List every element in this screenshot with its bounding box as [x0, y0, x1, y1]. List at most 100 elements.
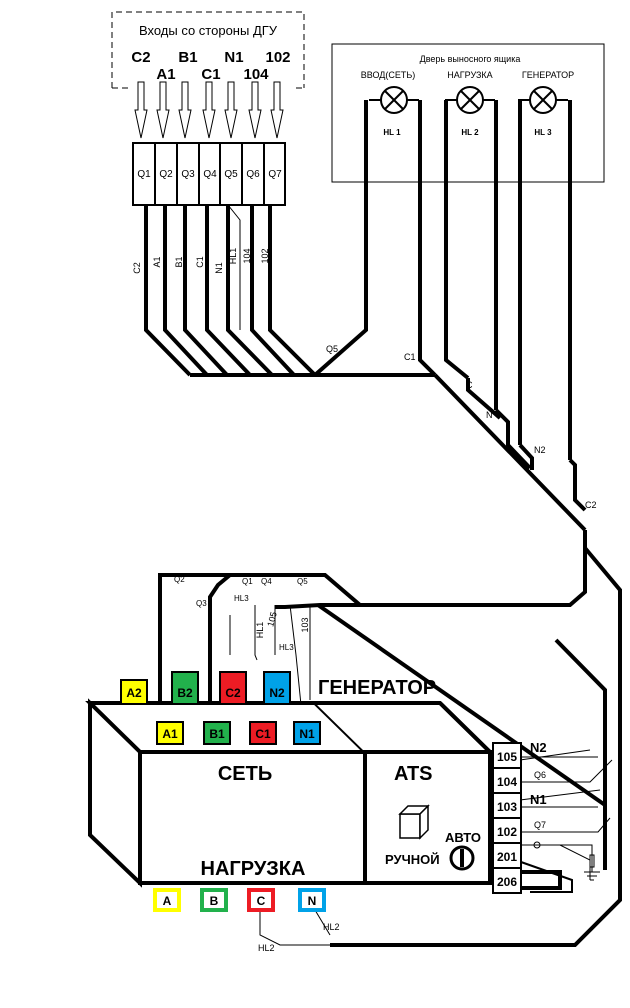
ats-terminal-102: 102: [497, 825, 517, 839]
thin-wires: [159, 204, 601, 946]
load-terminal-n-box[interactable]: [298, 888, 326, 912]
q-terminal-block: Q1 Q2 Q3 Q4 Q5 Q6 Q7: [132, 142, 286, 206]
lamp-hl2-icon: [445, 86, 495, 114]
generator-terminals: A2 B2 C2 N2: [120, 671, 291, 705]
mains-terminal-n1-box[interactable]: [293, 721, 321, 745]
terminal-q3: Q3: [181, 169, 195, 180]
load-terminal-b: B: [210, 894, 219, 908]
wire-label-c2: C2: [132, 262, 142, 274]
ats-side-label-q6: Q6: [534, 770, 546, 780]
generator-label: ГЕНЕРАТОР: [318, 677, 436, 699]
gen-terminal-c2-box[interactable]: [219, 671, 247, 705]
dgu-inputs-title: Входы со стороны ДГУ: [139, 23, 278, 38]
gen-terminal-b2-box[interactable]: [171, 671, 199, 705]
wire-label-102: 102: [260, 248, 270, 263]
ats-side-label-n1: N1: [530, 792, 547, 807]
lamp-id-hl3: HL 3: [534, 128, 552, 137]
mains-terminal-a1-box[interactable]: [156, 721, 184, 745]
load-label: НАГРУЗКА: [201, 858, 306, 880]
signal-label-c2: C2: [131, 49, 150, 66]
gen-terminal-n2: N2: [269, 686, 285, 700]
ats-terminal-block: 105 104 103 102 201 206: [492, 742, 522, 894]
mains-terminal-b1: B1: [209, 727, 225, 741]
dgu-inputs-dashed-frame: [111, 11, 305, 88]
lamp-hl1-icon: [369, 86, 419, 114]
signal-label-104: 104: [243, 66, 269, 83]
bus-label-n2: N2: [534, 445, 546, 455]
upper-label-hl1: HL1: [255, 622, 265, 639]
bus-label-n: N: [486, 410, 493, 420]
ats-side-wires: [520, 756, 613, 893]
gen-terminal-a2: A2: [126, 686, 142, 700]
load-terminal-c-box[interactable]: [247, 888, 275, 912]
bus-label-c2: C2: [585, 500, 597, 510]
bus-label-c: C: [466, 380, 473, 390]
mains-terminal-n1: N1: [299, 727, 315, 741]
ats-manual-label: РУЧНОЙ: [385, 852, 440, 867]
mains-terminal-c1-box[interactable]: [249, 721, 277, 745]
wire-label-a1: A1: [152, 256, 162, 267]
load-terminals: A B C N: [153, 888, 326, 912]
load-terminal-c: C: [257, 894, 266, 908]
signal-label-c1: C1: [201, 66, 220, 83]
terminal-q1: Q1: [137, 169, 151, 180]
load-wire-label-hl2-b: HL2: [323, 922, 340, 932]
wire-label-104: 104: [242, 248, 252, 263]
gen-terminal-b2: B2: [177, 686, 193, 700]
ats-label: ATS: [394, 763, 433, 785]
dgu-inputs-group: Входы со стороны ДГУ C2 B1 N1 102 A1 C1 …: [111, 11, 305, 206]
ats-auto-label: АВТО: [445, 830, 481, 845]
signal-label-a1: A1: [156, 66, 175, 83]
wire-label-c1: C1: [195, 256, 205, 268]
upper-label-q2: Q2: [174, 575, 185, 584]
lamp-caption-hl3: ГЕНЕРАТОР: [522, 70, 574, 80]
upper-label-q4: Q4: [261, 577, 272, 586]
signal-label-n1: N1: [224, 49, 243, 66]
load-terminal-a-box[interactable]: [153, 888, 181, 912]
mains-terminal-c1: C1: [255, 727, 271, 741]
ats-terminal-105: 105: [497, 750, 517, 764]
upper-label-103: 103: [300, 617, 310, 632]
gen-terminal-c2: C2: [225, 686, 241, 700]
terminal-q5: Q5: [224, 169, 238, 180]
bus-labels: Q5 C1 C N N2 C2: [326, 344, 597, 510]
mains-terminal-b1-box[interactable]: [203, 721, 231, 745]
ground-icon: [533, 841, 600, 881]
ats-side-label-n2: N2: [530, 740, 547, 755]
load-wire-label-hl2-a: HL2: [258, 943, 275, 953]
ats-mode-knob-icon[interactable]: [449, 845, 475, 871]
door-box-title: Дверь выносного ящика: [420, 54, 521, 64]
lamp-caption-hl2: НАГРУЗКА: [447, 70, 492, 80]
terminal-q7: Q7: [268, 169, 282, 180]
upper-label-q3: Q3: [196, 599, 207, 608]
gen-terminal-n2-box[interactable]: [263, 671, 291, 705]
terminal-q2: Q2: [159, 169, 173, 180]
input-arrows: [134, 81, 284, 139]
bus-label-q5: Q5: [326, 344, 338, 354]
ats-mode-cube-icon: [398, 804, 430, 840]
mains-terminal-a1: A1: [162, 727, 178, 741]
ats-terminal-201: 201: [497, 850, 517, 864]
gen-terminal-a2-box[interactable]: [120, 679, 148, 705]
wire-label-b1: B1: [174, 256, 184, 267]
lamp-id-hl1: HL 1: [383, 128, 401, 137]
upper-label-105: 105: [265, 611, 279, 628]
lamp-caption-hl1: ВВОД(СЕТЬ): [361, 70, 416, 80]
load-terminal-n: N: [308, 894, 317, 908]
load-terminal-b-box[interactable]: [200, 888, 228, 912]
terminal-q6: Q6: [246, 169, 260, 180]
terminal-q4: Q4: [203, 169, 217, 180]
ats-terminal-206: 206: [497, 875, 517, 889]
signal-label-102: 102: [265, 49, 290, 66]
upper-wire-labels: Q2 Q3 Q1 Q4 Q5 HL3 HL1 105 HL3 103: [174, 575, 310, 652]
door-box-group: Дверь выносного ящика ВВОД(СЕТЬ) НАГРУЗК…: [331, 43, 605, 183]
wire-label-n1: N1: [214, 262, 224, 274]
ats-terminal-104: 104: [497, 775, 517, 789]
ats-terminal-103: 103: [497, 800, 517, 814]
wire-labels-vertical: C2 A1 B1 C1 N1 HL1 104 102: [132, 248, 270, 274]
load-terminal-a: A: [163, 894, 172, 908]
lamp-id-hl2: HL 2: [461, 128, 479, 137]
lamp-hl3-icon: [518, 86, 568, 114]
upper-label-q1: Q1: [242, 577, 253, 586]
